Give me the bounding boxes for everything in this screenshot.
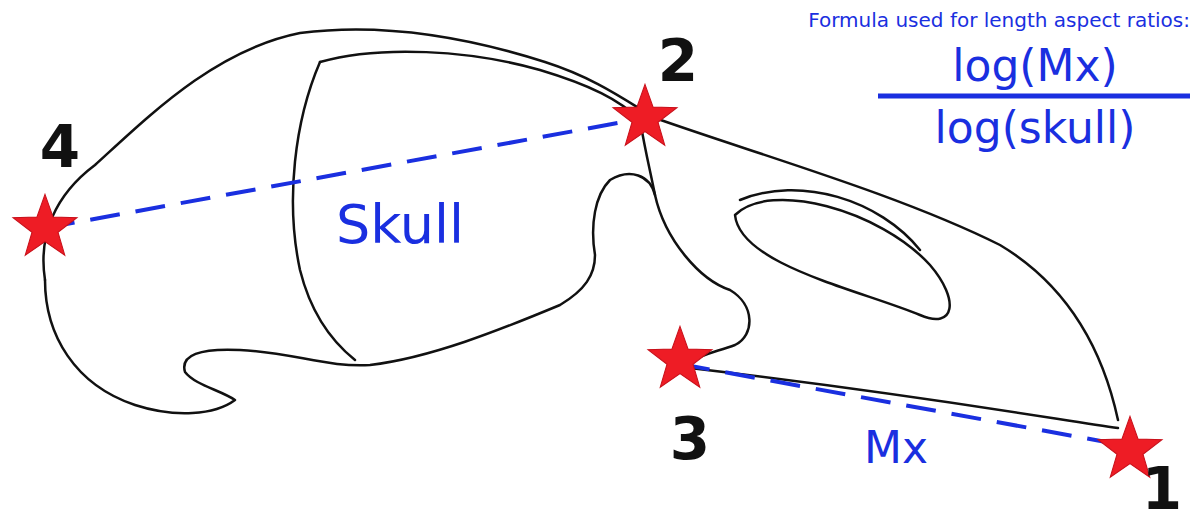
callout-number: 2 [658, 30, 698, 94]
formula-caption: Formula used for length aspect ratios: [808, 9, 1190, 31]
landmark-star [648, 326, 712, 387]
fraction-bar [878, 94, 1190, 99]
callout-number: 4 [40, 116, 80, 180]
measurement-label: Mx [864, 424, 928, 472]
callout-number: 3 [670, 408, 710, 472]
landmark-star [13, 194, 77, 255]
skull-outline [43, 29, 1118, 428]
formula-numerator: log(Mx) [952, 42, 1117, 90]
measurement-label: Skull [336, 195, 464, 254]
callout-number: 1 [1142, 458, 1182, 522]
formula-denominator: log(skull) [935, 104, 1136, 152]
